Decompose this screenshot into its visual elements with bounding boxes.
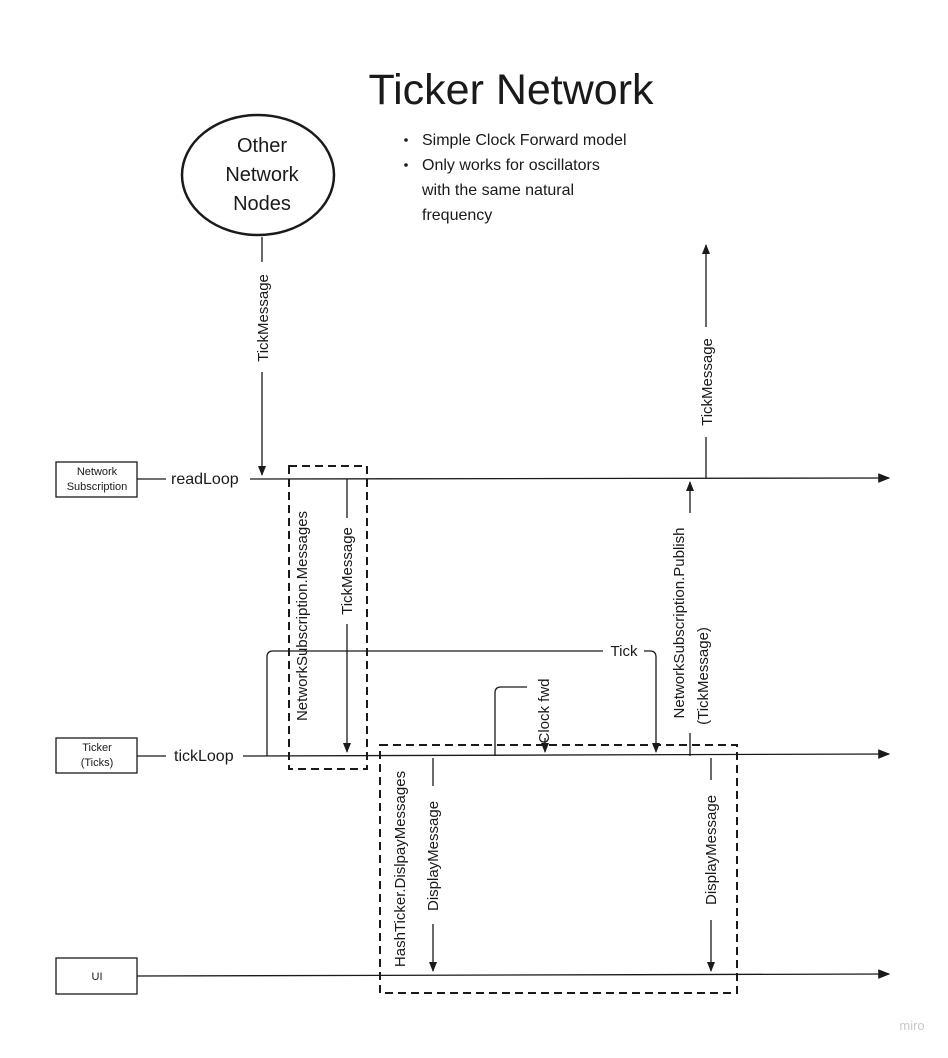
ui-box [55,957,138,995]
display-messages-dashed-box [379,744,738,994]
tick-label: Tick [611,643,638,660]
clock-fwd-label: Clock fwd [536,678,553,743]
tick-loop-arrow [644,650,660,753]
ui-lifeline [136,969,891,979]
note-2-line-2: with the same natural [421,182,574,199]
subscription-messages-dashed-box [288,465,368,770]
network-subscription-box [55,461,138,498]
display-left-label: DisplayMessage [425,801,442,911]
tickloop-label: tickLoop [174,748,234,765]
display-messages-label: HashTicker.DislpayMessages [392,771,409,967]
display-right-label: DisplayMessage [703,795,720,905]
bullet-dot-2 [404,163,408,167]
bullet-dot-1 [404,138,408,142]
incoming-tick-label: TickMessage [255,274,272,362]
readloop-lifeline [249,473,891,483]
ticker-box [55,737,138,774]
ticker-box-line-1: Ticker [82,742,112,754]
publish-label-backdrop [669,513,711,733]
tick-loop-line-left [266,650,603,756]
ticker-box-line-2: (Ticks) [81,757,114,769]
tickloop-lifeline [242,749,891,759]
note-2-line-3: frequency [422,207,492,224]
network-box-line-1: Network [77,466,118,478]
node-label-line-2: Network [225,164,299,186]
clock-fwd-line-left [494,686,527,756]
node-label-line-1: Other [237,135,287,157]
note-1-line-1: Simple Clock Forward model [422,132,627,149]
publish-label-line-1: NetworkSubscription.Publish [671,528,688,719]
ui-box-label: UI [92,971,103,983]
node-label-line-3: Nodes [233,193,291,215]
outgoing-tick-label: TickMessage [699,338,716,426]
miro-watermark: miro [899,1018,924,1033]
diagram-title: Ticker Network [368,66,654,114]
other-network-nodes-ellipse [180,113,336,237]
subscription-messages-label: NetworkSubscription.Messages [294,511,311,721]
readloop-label: readLoop [171,471,239,488]
forwarded-tick-label: TickMessage [339,527,356,615]
network-box-line-2: Subscription [67,481,128,493]
note-2-line-1: Only works for oscillators [422,157,600,174]
publish-label-line-2: (TickMessage) [695,627,712,725]
